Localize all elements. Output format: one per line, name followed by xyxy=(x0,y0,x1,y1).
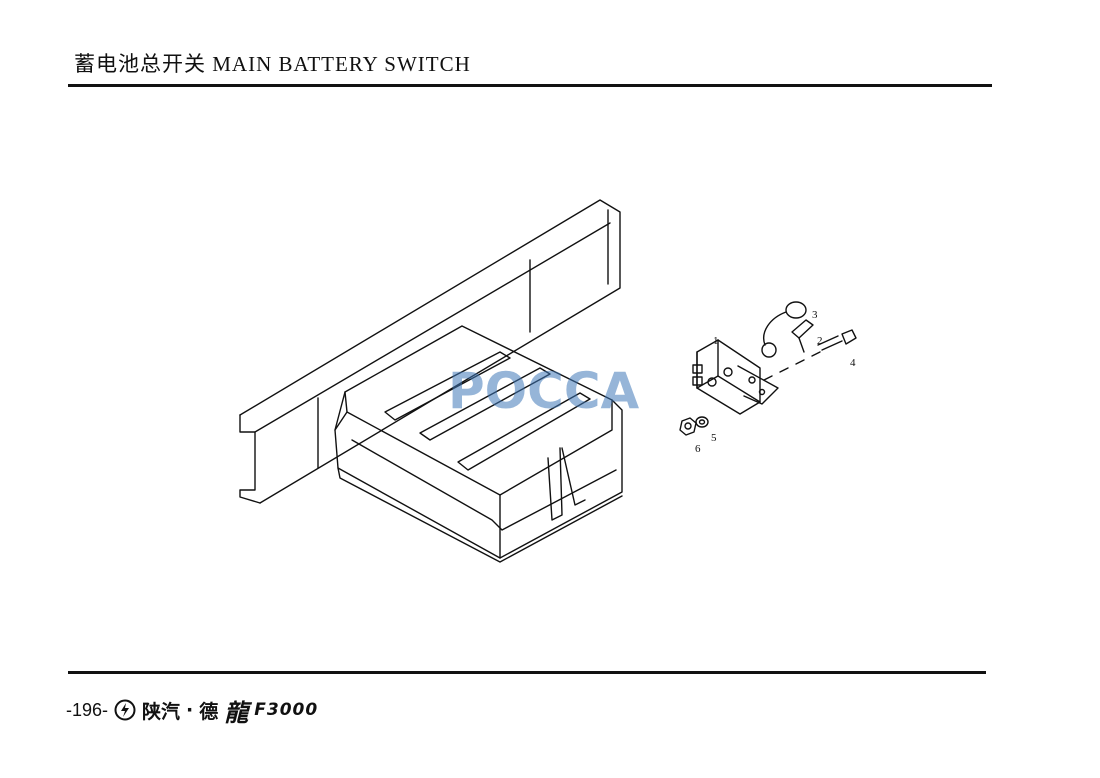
key-and-cap xyxy=(761,301,857,381)
brand-name: 陕汽 xyxy=(142,700,181,723)
model-name: F3000 xyxy=(254,700,319,720)
callout-4: 4 xyxy=(850,357,856,369)
page-footer: -196- 陕汽 · 德 龍 F3000 xyxy=(66,695,319,727)
footer-rule xyxy=(68,671,986,674)
callout-1: 1 xyxy=(713,335,719,347)
callout-3: 3 xyxy=(812,309,818,321)
nut-and-washer xyxy=(679,416,709,436)
header-rule xyxy=(68,84,992,87)
page-title: 蓄电池总开关 MAIN BATTERY SWITCH xyxy=(74,52,471,76)
callout-6: 6 xyxy=(695,443,701,455)
brand-name-long: 龍 xyxy=(224,697,249,727)
shaanxi-logo-icon xyxy=(114,699,136,721)
watermark-logo: POCCA xyxy=(448,362,640,420)
battery-box xyxy=(334,325,623,563)
callout-2: 2 xyxy=(817,335,823,347)
brand-separator: · xyxy=(186,699,194,721)
frame-rail xyxy=(239,199,621,504)
callout-5: 5 xyxy=(711,432,717,444)
brand-name-de: 德 xyxy=(199,700,219,723)
battery-switch xyxy=(692,339,779,415)
page-number: -196- xyxy=(66,699,109,720)
